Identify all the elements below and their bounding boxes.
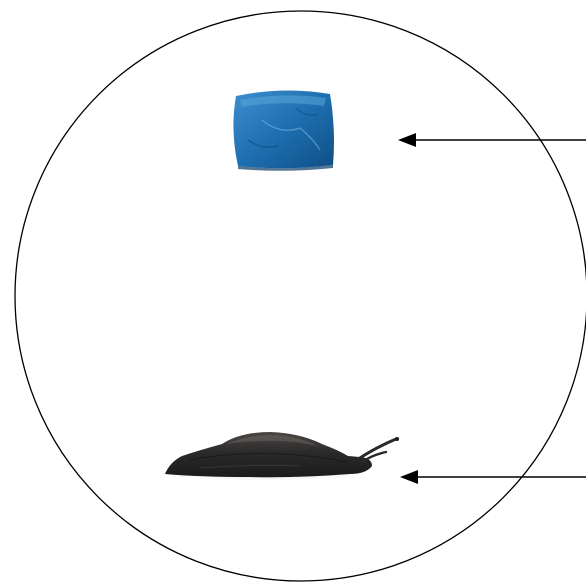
blue-pellet-icon: [233, 90, 334, 170]
arrow-to-pellet: [398, 133, 586, 147]
arrow-to-slug: [400, 470, 586, 484]
slug-icon: [153, 432, 399, 482]
